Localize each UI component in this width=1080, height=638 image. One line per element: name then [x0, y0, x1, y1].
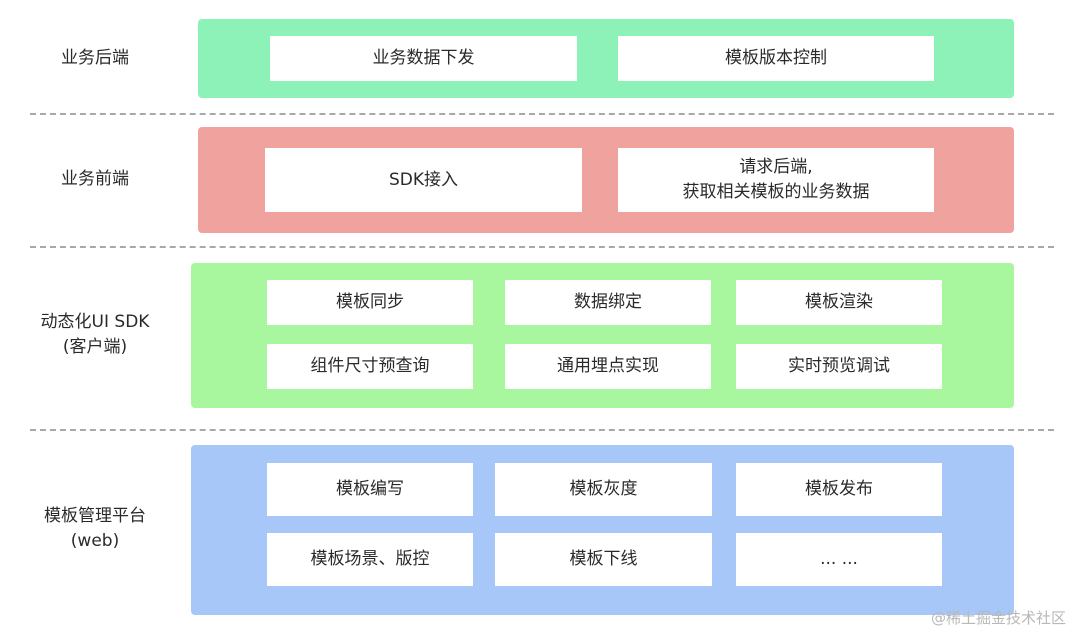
box-tracking-implementation: 通用埋点实现	[505, 344, 711, 389]
box-more-ellipsis: ... ...	[736, 533, 942, 586]
box-template-scene-version-control: 模板场景、版控	[267, 533, 473, 586]
box-data-binding: 数据绑定	[505, 280, 711, 325]
box-label: 模板版本控制	[725, 48, 827, 68]
layer-label-business-frontend: 业务前端	[0, 167, 190, 192]
layer-divider	[30, 113, 1054, 115]
layer-label-dynamic-ui-sdk: 动态化UI SDK (客户端)	[0, 310, 190, 360]
box-sdk-integration: SDK接入	[265, 148, 582, 212]
box-template-authoring: 模板编写	[267, 463, 473, 516]
box-request-backend: 请求后端, 获取相关模板的业务数据	[618, 148, 934, 212]
box-label: 模板同步	[336, 292, 404, 312]
layer-label-template-platform: 模板管理平台 (web)	[0, 504, 190, 554]
box-template-offline: 模板下线	[495, 533, 712, 586]
layer-label-line-1: 动态化UI SDK	[40, 312, 150, 332]
box-label: 业务数据下发	[372, 48, 475, 68]
box-business-data-dispatch: 业务数据下发	[270, 36, 577, 81]
layer-label-line-1: 模板管理平台	[44, 506, 146, 526]
box-label: 模板编写	[336, 479, 404, 499]
layer-label-line-2: (客户端)	[62, 337, 128, 357]
layer-label-line-2: (web)	[70, 531, 120, 551]
watermark: @稀土掘金技术社区	[930, 609, 1066, 627]
box-label: 模板渲染	[805, 292, 873, 312]
box-template-publish: 模板发布	[736, 463, 942, 516]
layer-divider	[30, 429, 1054, 431]
box-label: ... ...	[820, 549, 858, 569]
box-label: 实时预览调试	[788, 356, 890, 376]
box-label: 模板下线	[569, 549, 638, 569]
box-live-preview-debug: 实时预览调试	[736, 344, 942, 389]
box-label-line-2: 获取相关模板的业务数据	[682, 182, 870, 202]
box-label: 模板灰度	[569, 479, 638, 499]
box-component-size-query: 组件尺寸预查询	[267, 344, 473, 389]
layer-panel-template-platform: 模板编写 模板灰度 模板发布 模板场景、版控 模板下线 ... ...	[191, 445, 1014, 615]
box-label-line-1: 请求后端,	[739, 157, 813, 177]
layer-label-business-backend: 业务后端	[0, 46, 190, 71]
layer-panel-business-frontend: SDK接入 请求后端, 获取相关模板的业务数据	[198, 127, 1014, 233]
box-label: 模板场景、版控	[310, 549, 430, 569]
layer-panel-dynamic-ui-sdk: 模板同步 数据绑定 模板渲染 组件尺寸预查询 通用埋点实现 实时预览调试	[191, 263, 1014, 408]
box-label: 数据绑定	[574, 292, 642, 312]
layer-divider	[30, 246, 1054, 248]
box-template-version-control: 模板版本控制	[618, 36, 934, 81]
layer-label-line: 业务前端	[61, 169, 129, 189]
box-label: 通用埋点实现	[557, 356, 659, 376]
box-label: SDK接入	[388, 169, 459, 190]
box-label: 模板发布	[805, 479, 873, 499]
layer-label-line: 业务后端	[61, 48, 129, 68]
box-template-gray-release: 模板灰度	[495, 463, 712, 516]
layer-panel-business-backend: 业务数据下发 模板版本控制	[198, 19, 1014, 98]
box-template-rendering: 模板渲染	[736, 280, 942, 325]
box-label: 组件尺寸预查询	[310, 356, 430, 376]
box-template-sync: 模板同步	[267, 280, 473, 325]
